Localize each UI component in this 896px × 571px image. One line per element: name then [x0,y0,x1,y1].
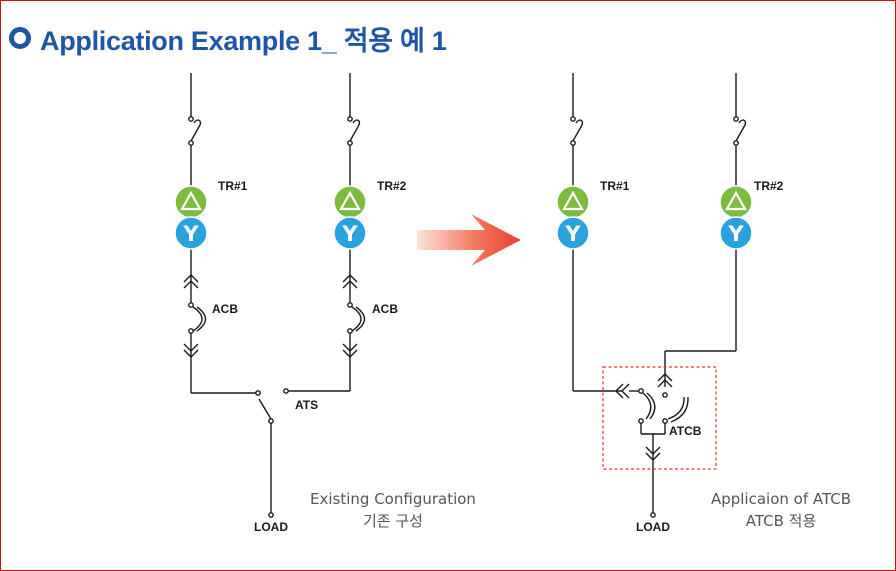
caption-existing-line2: 기존 구성 [363,512,423,530]
load-label-proposed: LOAD [636,520,670,534]
caption-proposed-line1: Applicaion of ATCB [711,490,851,508]
circle-bullet-icon [9,27,31,49]
header: Application Example 1_ 적용 예 1 [9,21,447,56]
acb2-label: ACB [372,302,398,316]
caption-existing-line1: Existing Configuration [310,490,476,508]
atcb-label: ATCB [669,424,702,438]
wye-icon: Y [564,222,581,246]
proposed-feeder-2 [657,73,747,424]
delta-icon [339,190,361,211]
delta-icon [180,190,202,211]
caption-proposed-line2: ATCB 적용 [746,512,817,530]
existing-feeder-2 [283,73,366,394]
existing-feeder-1 [183,73,261,396]
transformer-tr2-proposed: Y [719,185,753,250]
atcb-output [640,423,666,518]
tr2-label-existing: TR#2 [377,179,407,193]
proposed-feeder-1 [570,73,656,424]
disconnect-switch-icon [190,119,202,142]
transformer-tr2-existing: Y [333,185,367,250]
ats-switch [258,398,274,518]
delta-icon [725,190,747,211]
acb-contact-arc-icon [192,306,203,332]
wye-icon: Y [341,222,358,246]
atcb-contact-1-icon [642,392,652,420]
right-arrow-icon [417,214,521,266]
wye-icon: Y [727,222,744,246]
transformer-tr1-existing: Y [174,185,208,250]
ats-label: ATS [295,398,318,412]
wye-icon: Y [182,222,199,246]
transformer-tr1-proposed: Y [556,185,590,250]
atcb-dashed-box [602,366,717,470]
atcb-contact-2-icon [667,396,685,420]
load-label-existing: LOAD [254,520,288,534]
acb1-label: ACB [212,302,238,316]
tr2-label-proposed: TR#2 [754,179,784,193]
delta-icon [562,190,584,211]
tr1-label-existing: TR#1 [218,179,248,193]
tr1-label-proposed: TR#1 [600,179,630,193]
page-title: Application Example 1_ 적용 예 1 [40,25,447,56]
